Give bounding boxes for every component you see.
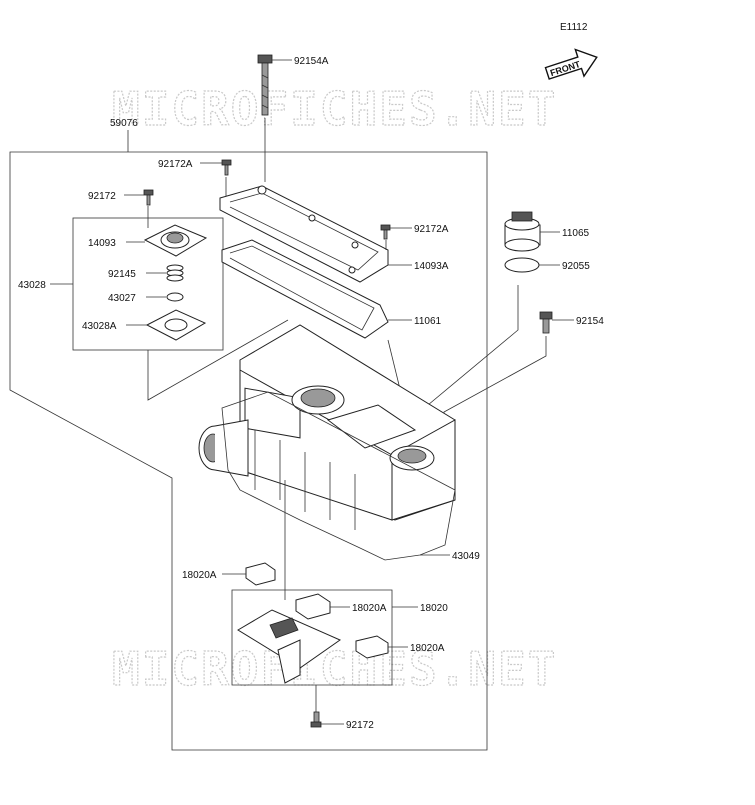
damper-18020A-mid	[295, 593, 331, 620]
baffle-plate-18020	[237, 609, 342, 684]
label-92172-left: 92172	[88, 191, 116, 202]
watermark-top: MICROFICHES.NET	[112, 82, 557, 136]
label-18020: 18020	[420, 603, 448, 614]
head-cover-body	[198, 324, 456, 530]
label-59076: 59076	[110, 118, 138, 129]
label-14093A: 14093A	[414, 261, 449, 272]
label-92055: 92055	[562, 261, 590, 272]
label-92154A: 92154A	[294, 56, 329, 67]
spring-92145	[166, 264, 184, 282]
front-arrow-icon: FRONT	[544, 48, 598, 80]
screw-92172-bottom	[310, 711, 322, 728]
label-92172A-top: 92172A	[158, 159, 193, 170]
screw-92172A-mid	[380, 224, 391, 240]
subassembly-box-18020	[231, 589, 393, 686]
diagram-code: E1112	[560, 22, 588, 33]
oil-cap-11065	[504, 211, 541, 252]
label-11065: 11065	[562, 228, 590, 239]
label-43028A: 43028A	[82, 321, 117, 332]
plate-43027	[166, 292, 184, 302]
label-14093: 14093	[88, 238, 116, 249]
gasket-43049	[221, 391, 456, 561]
label-92172-bottom: 92172	[346, 720, 374, 731]
label-18020A-mid: 18020A	[352, 603, 387, 614]
label-92154: 92154	[576, 316, 604, 327]
label-43027: 43027	[108, 293, 136, 304]
screw-92172-left	[143, 189, 154, 206]
o-ring-92055	[504, 257, 540, 273]
breather-cover-14093	[143, 224, 208, 257]
gasket-11061	[221, 239, 389, 339]
bolt-92154A	[257, 54, 273, 116]
label-43049: 43049	[452, 551, 480, 562]
bolt-92154	[539, 311, 553, 334]
label-43028: 43028	[18, 280, 46, 291]
assembly-frame-59076	[9, 151, 488, 751]
watermark-bottom: MICROFICHES.NET	[112, 642, 557, 696]
label-11061: 11061	[414, 316, 442, 327]
label-18020A-left: 18020A	[182, 570, 217, 581]
screw-92172A-top	[221, 159, 232, 176]
label-92172A-mid: 92172A	[414, 224, 449, 235]
damper-18020A-low	[355, 635, 389, 659]
diaphragm-43028A	[145, 309, 207, 341]
label-92145: 92145	[108, 269, 136, 280]
label-18020A-low: 18020A	[410, 643, 445, 654]
damper-18020A-left	[245, 562, 276, 586]
